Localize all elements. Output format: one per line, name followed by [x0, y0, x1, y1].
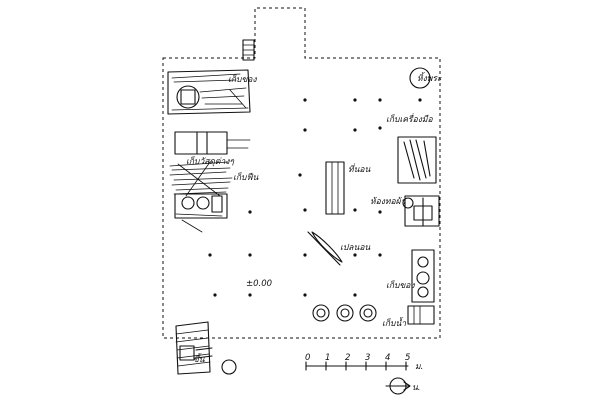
column-grid	[208, 98, 422, 297]
label-altar: หิ้งพระ	[417, 72, 442, 84]
label-firewood: เก็บฟืน	[233, 172, 258, 183]
north-arrow: น.	[385, 377, 421, 395]
scale-tick-5: 5	[405, 353, 410, 363]
bed	[325, 161, 345, 215]
storage-right	[411, 249, 435, 303]
label-storage-top: เก็บของ	[228, 74, 257, 85]
north-label: น.	[412, 383, 421, 393]
storage-area-mid	[174, 131, 251, 155]
altar-shelf	[409, 67, 431, 89]
cabinet-left	[174, 193, 228, 233]
label-hammock: เปลนอน	[340, 243, 370, 253]
scale-bar: 0 1 2 3 4 5 ม.	[305, 353, 423, 372]
tool-storage	[397, 136, 437, 184]
scale-tick-4: 4	[385, 353, 390, 363]
building-outline	[162, 7, 441, 339]
storage-area-top	[167, 69, 251, 115]
label-weaving: ห้องทอผ้า	[370, 196, 406, 207]
storage-bottom-right	[407, 305, 435, 325]
label-storage-right: เก็บของ	[386, 280, 415, 291]
firewood-stack	[169, 161, 233, 197]
scale-unit: ม.	[415, 362, 423, 372]
scale-tick-2: 2	[345, 353, 350, 363]
pot	[221, 359, 237, 375]
scale-tick-3: 3	[365, 353, 370, 363]
label-water-jars: เก็บน้ำ	[382, 317, 406, 329]
stairs	[175, 321, 213, 375]
label-ground-level: ±0.00	[246, 279, 272, 289]
scale-tick-1: 1	[325, 353, 330, 363]
label-stairs: ขึ้น	[193, 353, 205, 365]
ladder-top	[242, 39, 255, 61]
label-storage-mid: เก็บวัสดุต่างๆ	[186, 156, 234, 167]
label-tool-storage: เก็บเครื่องมือ	[386, 113, 433, 125]
scale-tick-0: 0	[305, 353, 310, 363]
weaving-loom	[402, 195, 440, 227]
label-bed: ที่นอน	[348, 163, 371, 175]
hammock	[307, 231, 343, 266]
water-jars	[312, 304, 377, 322]
